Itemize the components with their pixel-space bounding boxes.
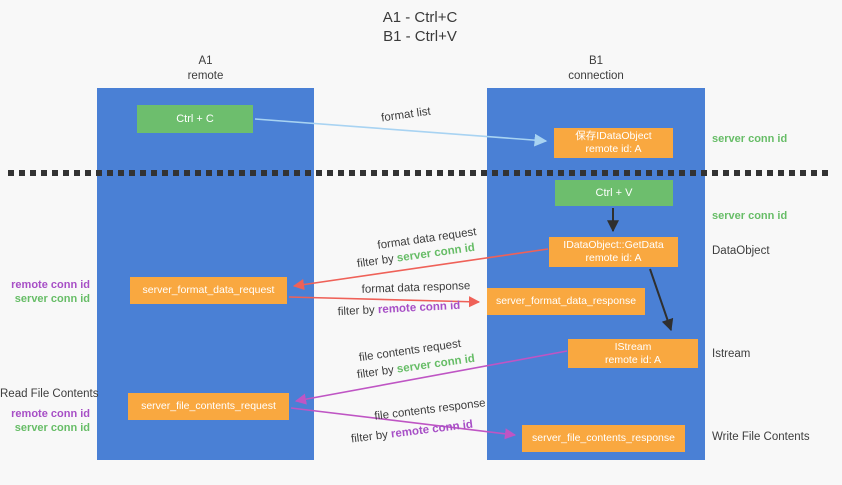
title-line-2: B1 - Ctrl+V — [383, 28, 457, 45]
left-conn-id-pair-file: remote conn id server conn id — [0, 407, 90, 435]
lane-a-header: A1 remote — [97, 54, 314, 84]
remote-conn-id-keyword: remote conn id — [377, 299, 461, 317]
node-server-file-contents-request: server_file_contents_request — [128, 393, 289, 420]
write-file-contents-label: Write File Contents — [712, 431, 810, 443]
server-conn-id-label-mid: server conn id — [712, 210, 788, 222]
lane-b-header: B1 connection — [487, 54, 705, 84]
node-save-idataobject-line1: 保存IDataObject — [575, 130, 652, 142]
server-conn-id-label: server conn id — [14, 422, 90, 434]
filter-by-text: filter by — [356, 363, 398, 382]
diagram-title: A1 - Ctrl+C B1 - Ctrl+V — [300, 8, 540, 46]
node-ctrl-v: Ctrl + V — [555, 180, 673, 206]
lane-b-role: connection — [568, 70, 624, 82]
node-istream-line1: IStream — [614, 340, 652, 353]
node-ctrl-c-label: Ctrl + C — [176, 112, 214, 125]
lane-a-name: A1 — [198, 55, 213, 67]
node-server-file-contents-response-label: server_file_contents_response — [531, 432, 675, 444]
dotted-separator — [8, 170, 832, 176]
label-filter-remote-conn-1: filter by remote conn id — [319, 299, 479, 319]
node-ctrl-c: Ctrl + C — [137, 105, 253, 133]
server-conn-id-label: server conn id — [14, 293, 90, 305]
node-istream-line2: remote id: A — [604, 353, 662, 366]
node-idataobject-getdata: IDataObject::GetData remote id: A — [549, 237, 678, 267]
remote-conn-id-label: remote conn id — [11, 279, 90, 291]
node-istream: IStream remote id: A — [568, 339, 698, 368]
filter-by-text: filter by — [350, 428, 392, 446]
remote-conn-id-keyword: remote conn id — [390, 418, 474, 441]
node-server-format-data-request-label: server_format_data_request — [142, 284, 275, 296]
title-line-1: A1 - Ctrl+C — [382, 9, 458, 26]
filter-by-text: filter by — [356, 252, 398, 271]
lane-a-role: remote — [187, 70, 224, 82]
node-server-file-contents-response: server_file_contents_response — [522, 425, 685, 452]
filter-by-text: filter by — [337, 304, 379, 319]
label-format-data-response: format data response — [361, 280, 471, 296]
node-server-format-data-request: server_format_data_request — [130, 277, 287, 304]
node-server-format-data-response: server_format_data_response — [487, 288, 645, 315]
istream-label: Istream — [712, 348, 751, 360]
node-save-idataobject-line2: remote id: A — [585, 143, 642, 155]
node-ctrl-v-label: Ctrl + V — [595, 186, 633, 199]
label-format-list: format list — [380, 105, 432, 125]
node-save-idataobject: 保存IDataObject remote id: A — [554, 128, 673, 158]
node-idataobject-getdata-line2: remote id: A — [585, 252, 642, 264]
dataobject-label: DataObject — [712, 245, 770, 257]
server-conn-id-label-top: server conn id — [712, 133, 788, 145]
node-server-format-data-response-label: server_format_data_response — [495, 295, 637, 307]
read-file-contents-label: Read File Contents — [0, 388, 99, 400]
left-conn-id-pair-format: remote conn id server conn id — [0, 278, 90, 306]
node-idataobject-getdata-line1: IDataObject::GetData — [563, 239, 664, 251]
remote-conn-id-label: remote conn id — [11, 408, 90, 420]
lane-b-name: B1 — [588, 55, 604, 67]
node-server-file-contents-request-label: server_file_contents_request — [141, 400, 276, 412]
